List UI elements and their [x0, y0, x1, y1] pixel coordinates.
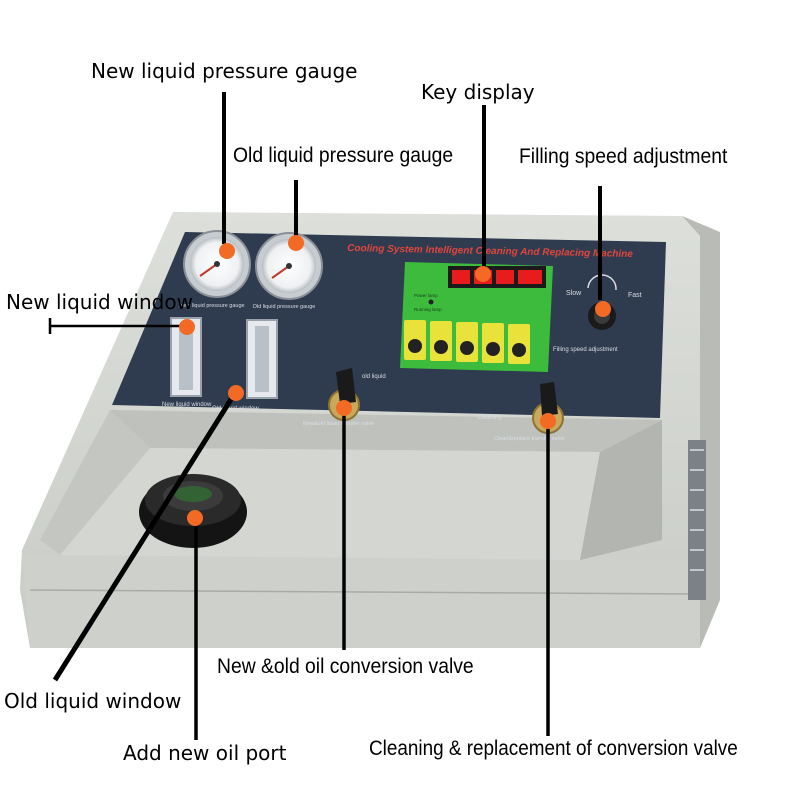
- side-vent: [688, 440, 706, 600]
- speed-slow-label: Slow: [566, 290, 582, 297]
- valve2-caption: Clean&replace transfer valve: [494, 436, 565, 442]
- speed-fast-label: Fast: [628, 292, 642, 299]
- marker-oil-port: [187, 510, 203, 526]
- marker-filling-speed: [595, 301, 611, 317]
- label-filling-speed-adjustment: Filling speed adjustment: [519, 145, 728, 168]
- key-display-module: Power lamp Running lamp: [400, 262, 553, 372]
- marker-new-window: [179, 319, 195, 335]
- label-cleaning-replacement-conversion-valve: Cleaning & replacement of conversion val…: [369, 737, 738, 760]
- keypad-keys: [404, 320, 530, 364]
- label-new-old-oil-conversion-valve: New &old oil conversion valve: [217, 655, 474, 678]
- marker-old-gauge: [288, 235, 304, 251]
- power-lamp-label: Power lamp: [414, 293, 438, 298]
- new-window-caption: New liquid window: [162, 402, 212, 408]
- marker-dots: [179, 235, 611, 526]
- label-new-liquid-pressure-gauge: New liquid pressure gauge: [91, 59, 358, 83]
- leader-lines: [48, 92, 602, 740]
- label-add-new-oil-port: Add new oil port: [123, 741, 287, 765]
- marker-valve1: [336, 400, 352, 416]
- speed-caption: Filling speed adjustment: [553, 347, 618, 353]
- valve1-caption: New&old liquid transfer valve: [303, 421, 374, 427]
- new-gauge-caption: New liquid pressure gauge: [179, 303, 244, 309]
- old-gauge-caption: Old liquid pressure gauge: [253, 304, 316, 310]
- label-new-liquid-window: New liquid window: [6, 290, 193, 314]
- marker-key-display: [475, 266, 491, 282]
- marker-valve2: [540, 413, 556, 429]
- old-liquid-window-glass: Old liquid window: [212, 319, 278, 412]
- marker-old-window: [228, 385, 244, 401]
- label-old-liquid-pressure-gauge: Old liquid pressure gauge: [233, 144, 454, 167]
- label-old-liquid-window: Old liquid window: [4, 689, 182, 713]
- old-window-caption: Old liquid window: [212, 406, 259, 412]
- tray-well: [40, 410, 662, 560]
- leader-old-window: [52, 391, 238, 682]
- marker-new-gauge: [219, 243, 235, 259]
- label-key-display: Key display: [421, 80, 535, 104]
- valve2-option: Cleaning: [478, 415, 502, 421]
- running-lamp-label: Running lamp: [414, 307, 442, 312]
- old-liquid-gauge: Old liquid pressure gauge: [253, 232, 323, 310]
- valve1-option: old liquid: [362, 374, 386, 380]
- clean-replace-transfer-valve: Cleaning Clean&replace transfer valve: [478, 382, 565, 442]
